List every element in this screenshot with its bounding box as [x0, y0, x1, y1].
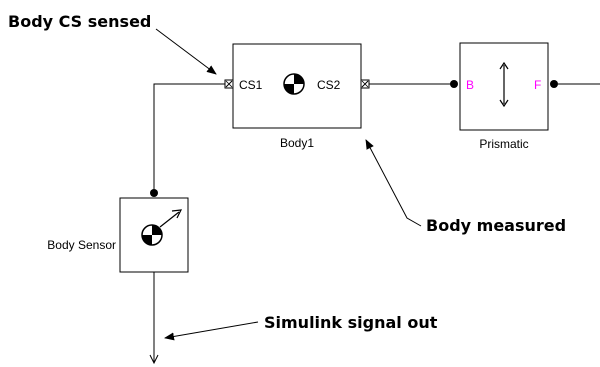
- annotation-arrow-signal-out: [164, 321, 259, 341]
- body-sensor-name: Body Sensor: [47, 238, 116, 252]
- body1-block[interactable]: CS1 CS2: [224, 43, 370, 129]
- sensor-arrow-icon: [141, 209, 183, 246]
- prismatic-f-connector[interactable]: [550, 80, 558, 88]
- body1-name: Body1: [280, 136, 314, 150]
- prismatic-f-label: F: [534, 78, 541, 92]
- connection-cs1-sensor: [153, 83, 225, 190]
- prismatic-name: Prismatic: [479, 137, 528, 151]
- annotation-arrow-body-measured: [365, 139, 422, 227]
- center-of-gravity-icon: [283, 73, 305, 95]
- annotation-signal-out: Simulink signal out: [264, 313, 438, 332]
- annotation-body-cs-sensed: Body CS sensed: [8, 12, 151, 31]
- sensor-input-connector[interactable]: [150, 189, 158, 197]
- prismatic-b-connector[interactable]: [450, 80, 458, 88]
- body-sensor-block[interactable]: [119, 197, 189, 273]
- cs2-port[interactable]: [360, 79, 370, 89]
- cs1-label: CS1: [239, 78, 263, 92]
- annotation-body-measured: Body measured: [426, 216, 566, 235]
- double-arrow-icon: [499, 61, 509, 108]
- prismatic-b-label: B: [466, 78, 474, 92]
- prismatic-block[interactable]: B F: [459, 42, 549, 131]
- cs1-port[interactable]: [224, 79, 234, 89]
- cs2-label: CS2: [317, 78, 341, 92]
- annotation-arrow-cs-sensed: [155, 28, 217, 75]
- signal-out-arrowhead: [149, 354, 159, 365]
